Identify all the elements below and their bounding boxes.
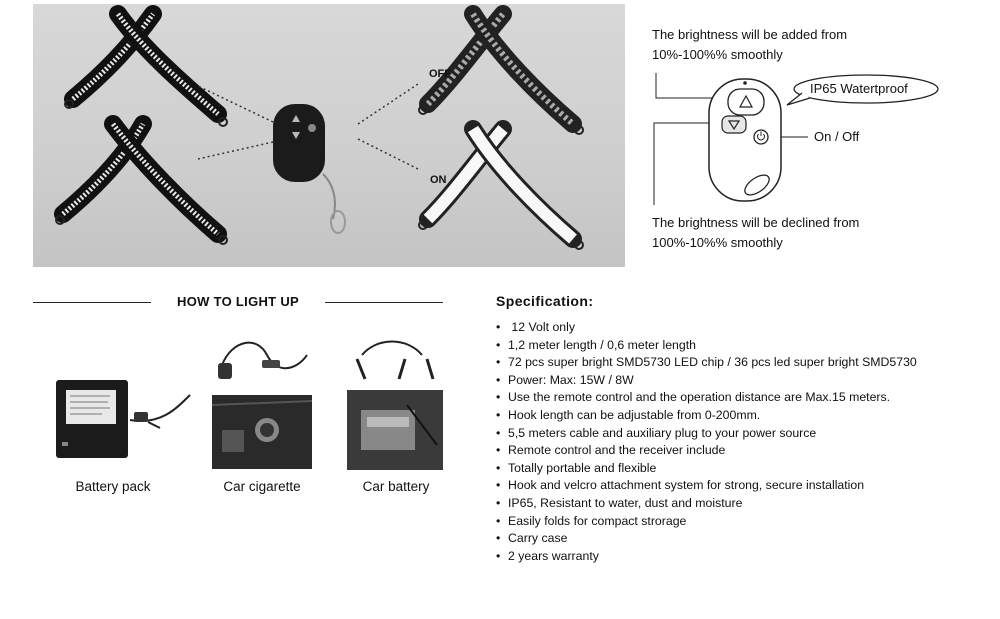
how-to-light-up-header: HOW TO LIGHT UP xyxy=(33,292,443,312)
on-off-label: On / Off xyxy=(814,129,860,144)
spec-item: Totally portable and flexible xyxy=(496,460,996,478)
specification-list: 12 Volt only 1,2 meter length / 0,6 mete… xyxy=(496,319,996,565)
brightness-down-line-1: The brightness will be declined from xyxy=(652,215,860,230)
brightness-up-line-1: The brightness will be added from xyxy=(652,27,848,42)
brightness-up-description: The brightness will be added from 10%-10… xyxy=(652,25,847,65)
brightness-down-description: The brightness will be declined from 100… xyxy=(652,213,859,253)
signal-arrows xyxy=(197,83,419,170)
spec-item: Hook length can be adjustable from 0-200… xyxy=(496,407,996,425)
strap-left-top xyxy=(64,5,228,127)
spec-item: Power: Max: 15W / 8W xyxy=(496,372,996,390)
spec-item: 1,2 meter length / 0,6 meter length xyxy=(496,337,996,355)
strap-left-bottom xyxy=(54,115,228,245)
option-battery-pack-label: Battery pack xyxy=(75,479,151,494)
spec-item: Easily folds for compact strorage xyxy=(496,513,996,531)
off-label: OFF xyxy=(429,68,451,80)
power-button[interactable] xyxy=(753,129,769,145)
brightness-up-line-2: 10%-100%% smoothly xyxy=(652,47,783,62)
option-car-battery-label: Car battery xyxy=(362,479,430,494)
brightness-up-button[interactable] xyxy=(727,88,765,116)
waterproof-label: IP65 Watertproof xyxy=(810,81,908,96)
brightness-down-line-2: 100%-10%% smoothly xyxy=(652,235,783,250)
battery-pack-image xyxy=(56,380,191,458)
waterproof-bubble xyxy=(793,74,939,104)
option-car-cigarette-label: Car cigarette xyxy=(223,479,301,494)
specification-title: Specification: xyxy=(496,293,594,309)
spec-item: 2 years warranty xyxy=(496,548,996,566)
spec-item: 72 pcs super bright SMD5730 LED chip / 3… xyxy=(496,354,996,372)
strap-right-off xyxy=(418,5,584,135)
car-cigarette-image xyxy=(212,341,313,469)
on-label: ON xyxy=(430,174,447,186)
spec-item: IP65, Resistant to water, dust and moist… xyxy=(496,495,996,513)
strap-right-on xyxy=(418,120,584,250)
spec-item: 5,5 meters cable and auxiliary plug to y… xyxy=(496,425,996,443)
triangle-up-icon xyxy=(738,94,754,108)
spec-item: 12 Volt only xyxy=(496,319,996,337)
how-to-light-up-title: HOW TO LIGHT UP xyxy=(177,294,299,309)
remote-body xyxy=(708,78,782,202)
led-strap-illustration xyxy=(54,5,584,250)
spec-item: Hook and velcro attachment system for st… xyxy=(496,477,996,495)
power-icon xyxy=(757,133,765,141)
remote-diagram xyxy=(653,73,939,205)
spec-item: Use the remote control and the operation… xyxy=(496,389,996,407)
triangle-down-icon xyxy=(727,120,741,131)
spec-item: Remote control and the receiver include xyxy=(496,442,996,460)
remote-photo xyxy=(273,104,346,234)
car-battery-image xyxy=(347,340,443,470)
brightness-down-button[interactable] xyxy=(721,115,747,134)
spec-item: Carry case xyxy=(496,530,996,548)
product-hero-image: OFF ON xyxy=(33,4,625,267)
